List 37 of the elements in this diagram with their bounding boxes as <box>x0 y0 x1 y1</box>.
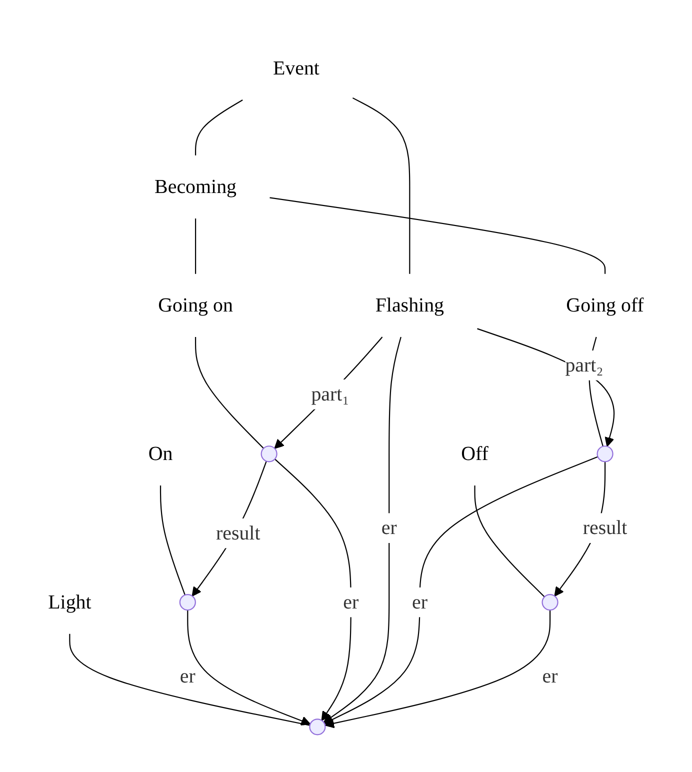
edge-label: er <box>381 516 397 539</box>
edge-label: part₁ <box>311 382 350 406</box>
node-circle <box>542 594 558 611</box>
arrow <box>274 336 383 450</box>
arrow <box>324 456 598 724</box>
connector <box>69 634 310 726</box>
connector <box>270 197 606 274</box>
node-circle <box>260 446 278 462</box>
node-circle <box>596 446 614 462</box>
node-circle <box>309 718 326 736</box>
node-text: On <box>148 442 173 465</box>
connector <box>352 98 410 274</box>
connector <box>194 100 243 156</box>
node-text: Going on <box>158 294 233 316</box>
connector <box>194 337 264 449</box>
edge-label: result <box>582 516 628 539</box>
connector <box>474 486 545 598</box>
node-circle <box>179 594 196 611</box>
node-text: Event <box>272 57 320 80</box>
node-text: Off <box>461 442 488 465</box>
edge-label: er <box>412 590 428 614</box>
edge-label: result <box>216 522 260 544</box>
arrow <box>192 461 267 597</box>
edge-label: er <box>180 665 196 688</box>
arrow <box>187 610 311 726</box>
edge-label: part₂ <box>565 354 604 376</box>
node-text: Becoming <box>154 176 237 198</box>
edge-label: er <box>343 590 359 614</box>
edge-label: er <box>542 665 558 688</box>
node-text: Flashing <box>375 294 444 316</box>
node-text: Going off <box>566 294 644 316</box>
arrow <box>323 337 402 724</box>
arrow <box>324 610 551 728</box>
connector <box>194 218 196 274</box>
node-text: Light <box>48 590 92 614</box>
connector <box>160 486 186 596</box>
arrow <box>274 458 352 722</box>
